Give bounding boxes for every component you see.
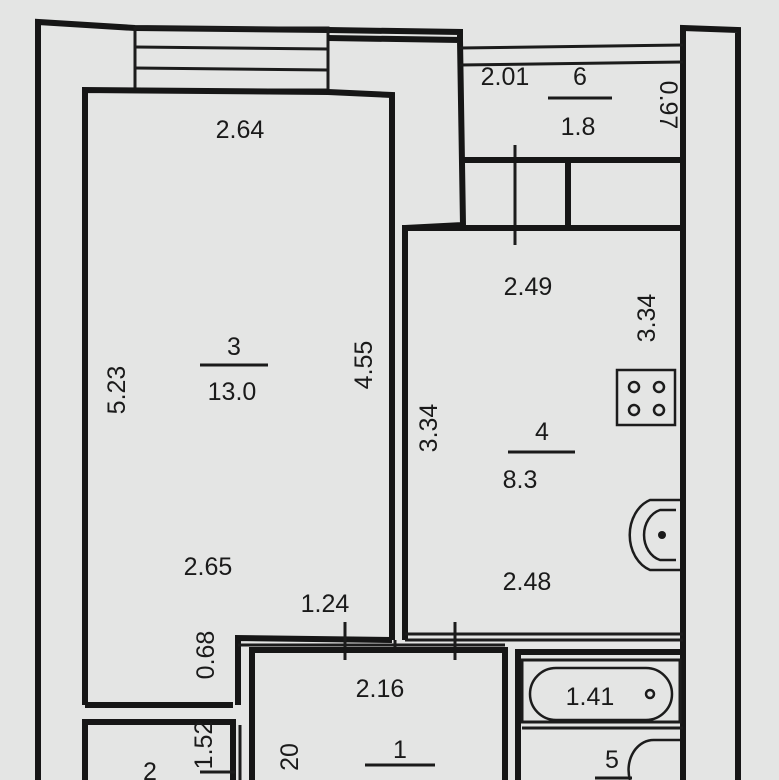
room5-number: 5 bbox=[605, 746, 619, 774]
room2-right-dim: 1.52 bbox=[190, 721, 218, 770]
bathroom: 1.41 5 bbox=[515, 649, 683, 780]
room-1: 2.16 20 1 bbox=[238, 643, 508, 780]
room3-top-dim: 2.64 bbox=[216, 116, 265, 144]
room6-width-dim: 2.01 bbox=[481, 63, 530, 91]
washbasin-icon bbox=[627, 738, 680, 780]
room4-right-dim: 3.34 bbox=[633, 294, 661, 343]
bathtub-icon bbox=[528, 666, 674, 722]
room4-top-dim: 2.49 bbox=[504, 273, 553, 301]
room4-bottom-dim: 2.48 bbox=[503, 568, 552, 596]
room4-number: 4 bbox=[535, 418, 549, 446]
room-6: 2.01 6 1.8 0.97 bbox=[459, 43, 684, 163]
room3-bottom-dim: 2.65 bbox=[184, 553, 233, 581]
room3-left-dim: 5.23 bbox=[103, 366, 131, 415]
room-4: 2.49 3.34 3.34 4 8.3 2.48 bbox=[402, 225, 683, 642]
room3-right-dim: 4.55 bbox=[350, 341, 378, 390]
room3-niche-dim: 1.24 bbox=[301, 590, 350, 618]
room2-number: 2 bbox=[143, 758, 157, 780]
room3-number: 3 bbox=[227, 333, 241, 361]
room4-area: 8.3 bbox=[503, 466, 538, 494]
room-3: 2.64 5.23 4.55 3 13.0 2.65 1.24 0.68 bbox=[82, 86, 395, 708]
room6-number: 6 bbox=[573, 63, 587, 91]
room3-area: 13.0 bbox=[208, 378, 257, 406]
sink-icon bbox=[628, 498, 680, 572]
room6-depth-dim: 0.97 bbox=[654, 81, 682, 130]
stove-icon bbox=[615, 368, 677, 427]
room4-left-dim: 3.34 bbox=[415, 404, 443, 453]
room6-area: 1.8 bbox=[561, 113, 596, 141]
room3-niche-depth: 0.68 bbox=[192, 631, 220, 680]
room1-top-dim: 2.16 bbox=[356, 675, 405, 703]
room-2: 2 1.52 bbox=[82, 719, 242, 780]
room1-number: 1 bbox=[393, 736, 407, 764]
room1-left-dim: 20 bbox=[276, 743, 304, 771]
bathtub-length: 1.41 bbox=[566, 683, 615, 711]
